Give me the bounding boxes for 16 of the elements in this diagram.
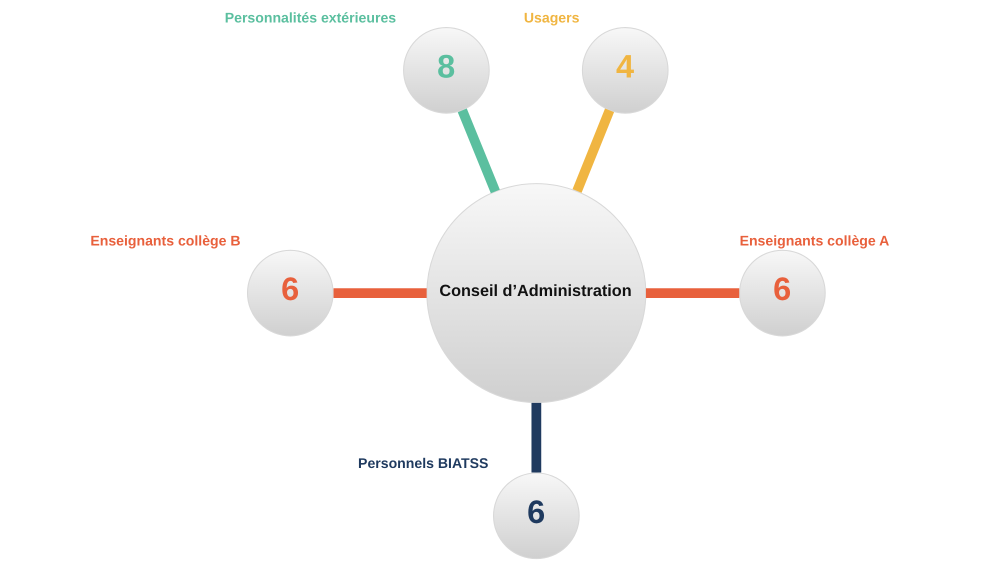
node-label: Personnels BIATSS	[358, 455, 488, 472]
connector	[572, 108, 614, 193]
node-label: Personnalités extérieures	[224, 10, 396, 26]
node-circle: 8	[402, 27, 490, 114]
node-label: Usagers	[523, 10, 579, 26]
node-circle: 4	[581, 27, 668, 114]
connector	[645, 288, 739, 298]
connector	[530, 402, 541, 473]
node-circle: 6	[246, 250, 334, 336]
connector	[333, 288, 426, 298]
node-circle: 6	[738, 250, 826, 336]
node-circle: Conseil d’Administration	[426, 183, 646, 404]
node-label: Enseignants collège A	[739, 232, 889, 248]
connector	[457, 108, 500, 194]
node-label: Enseignants collège B	[90, 232, 240, 248]
node-circle: 6	[492, 472, 580, 560]
